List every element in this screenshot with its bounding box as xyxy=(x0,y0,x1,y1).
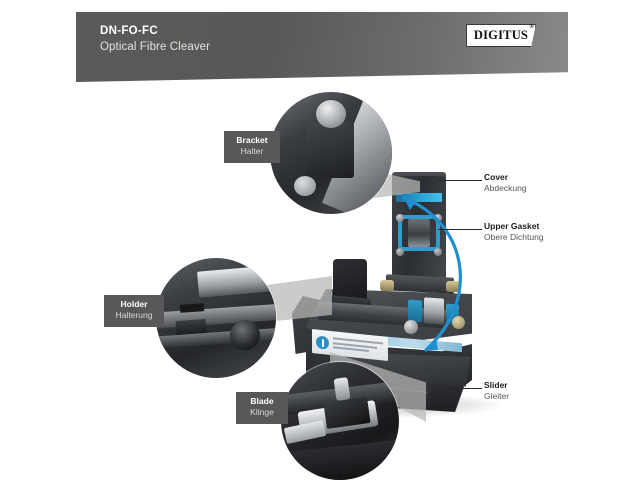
brass-knob-left xyxy=(380,280,394,291)
blade-adjust-nut xyxy=(452,316,465,329)
blade-pin xyxy=(333,377,351,401)
bracket-lower-bolt xyxy=(294,176,316,196)
callout-bracket-subtitle: Halter xyxy=(240,145,264,156)
header-text-group: DN-FO-FC Optical Fibre Cleaver xyxy=(100,24,210,55)
product-code: DN-FO-FC xyxy=(100,25,158,37)
callout-blade-subtitle: Klinge xyxy=(250,406,274,417)
digitus-logo: DIGITUS ® xyxy=(466,24,536,47)
registered-trademark-icon: ® xyxy=(529,24,535,30)
callout-cover-title: Cover xyxy=(484,172,509,182)
upper-gasket-leader-line xyxy=(438,229,482,230)
callout-holder-subtitle: Halterung xyxy=(115,309,153,320)
exclamation-circle-icon xyxy=(316,335,329,350)
callout-slider[interactable]: Slider Gleiter xyxy=(484,380,509,401)
tower-screw-bottom-left xyxy=(396,248,404,256)
blade-zoom-circle xyxy=(281,362,399,480)
callout-holder-title: Holder xyxy=(120,299,148,309)
callout-upper-gasket[interactable]: Upper Gasket Obere Dichtung xyxy=(484,221,544,242)
callout-blade-title: Blade xyxy=(250,396,274,406)
bracket-block xyxy=(306,122,354,178)
upper-gasket-core xyxy=(408,219,430,247)
brass-knob-right xyxy=(446,281,460,292)
callout-slider-title: Slider xyxy=(484,380,508,390)
tower-screw-top-right xyxy=(434,214,442,222)
bracket-bolt-head xyxy=(316,100,346,128)
upper-gasket-highlight xyxy=(398,215,440,251)
callout-upper-gasket-title: Upper Gasket xyxy=(484,221,540,231)
callout-slider-subtitle: Gleiter xyxy=(484,390,510,401)
tower-screw-bottom-right xyxy=(434,248,442,256)
callout-bracket-title: Bracket xyxy=(236,135,268,145)
cover-highlight xyxy=(396,193,442,202)
holder-chrome-bar xyxy=(197,264,276,298)
logo-wordmark: DIGITUS ® xyxy=(473,24,534,43)
logo-text-label: DIGITUS xyxy=(473,28,529,42)
callout-holder[interactable]: Holder Halterung xyxy=(104,295,164,327)
curved-double-arrow-icon xyxy=(402,196,462,352)
bracket-zoom-circle xyxy=(270,92,392,214)
tower-screw-top-left xyxy=(396,214,404,222)
header-band xyxy=(76,12,568,82)
pivot-nut xyxy=(404,320,418,334)
callout-upper-gasket-subtitle: Obere Dichtung xyxy=(484,231,544,242)
holder-rail-upper xyxy=(156,303,276,329)
blade-cutting-edge xyxy=(283,420,327,444)
holder-adjust-knob xyxy=(230,320,260,350)
callout-cover[interactable]: Cover Abdeckung xyxy=(484,172,527,193)
callout-cover-subtitle: Abdeckung xyxy=(484,182,527,193)
holder-latch-slot xyxy=(179,303,205,313)
product-name: Optical Fibre Cleaver xyxy=(100,41,211,53)
callout-blade[interactable]: Blade Klinge xyxy=(236,392,288,424)
blade-base-shadow xyxy=(281,439,399,480)
holder-latch-block xyxy=(175,318,207,336)
slider-leader-line xyxy=(438,388,482,389)
holder-zoom-circle xyxy=(156,258,276,378)
callout-bracket[interactable]: Bracket Halter xyxy=(224,131,280,163)
cover-leader-line xyxy=(437,180,482,181)
